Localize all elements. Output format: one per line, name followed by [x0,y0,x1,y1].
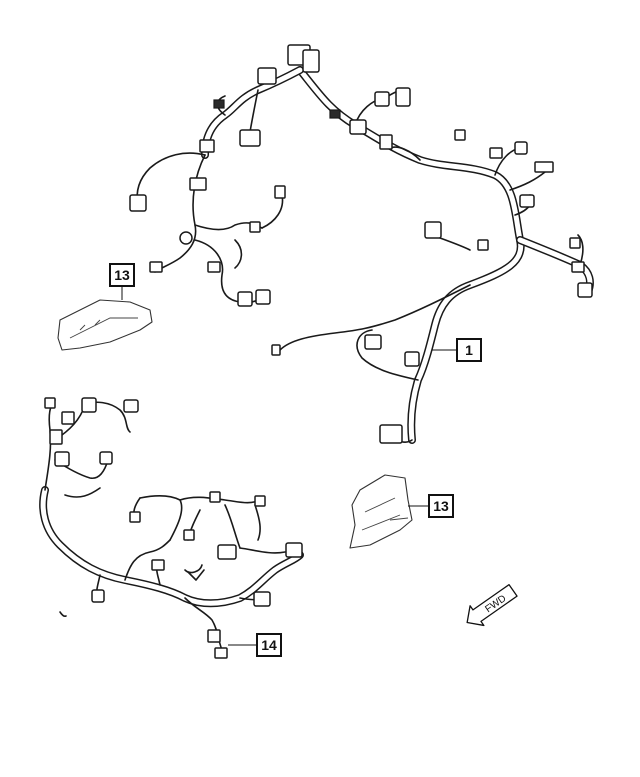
callout-1: 1 [432,338,482,362]
upper-wiring-harness [129,44,594,444]
shield-plate-upper [57,299,153,351]
callout-13-top-label: 13 [114,267,130,283]
callout-13-top: 13 [109,263,135,300]
shield-plate-middle [349,474,413,549]
callout-14-label: 14 [261,637,277,653]
forward-direction-arrow: FWD [466,583,518,627]
callout-14: 14 [228,633,282,657]
callout-1-label: 1 [465,342,473,358]
callout-13-middle: 13 [408,494,454,518]
lower-wiring-harness [39,397,304,659]
callout-13-middle-label: 13 [433,498,449,514]
